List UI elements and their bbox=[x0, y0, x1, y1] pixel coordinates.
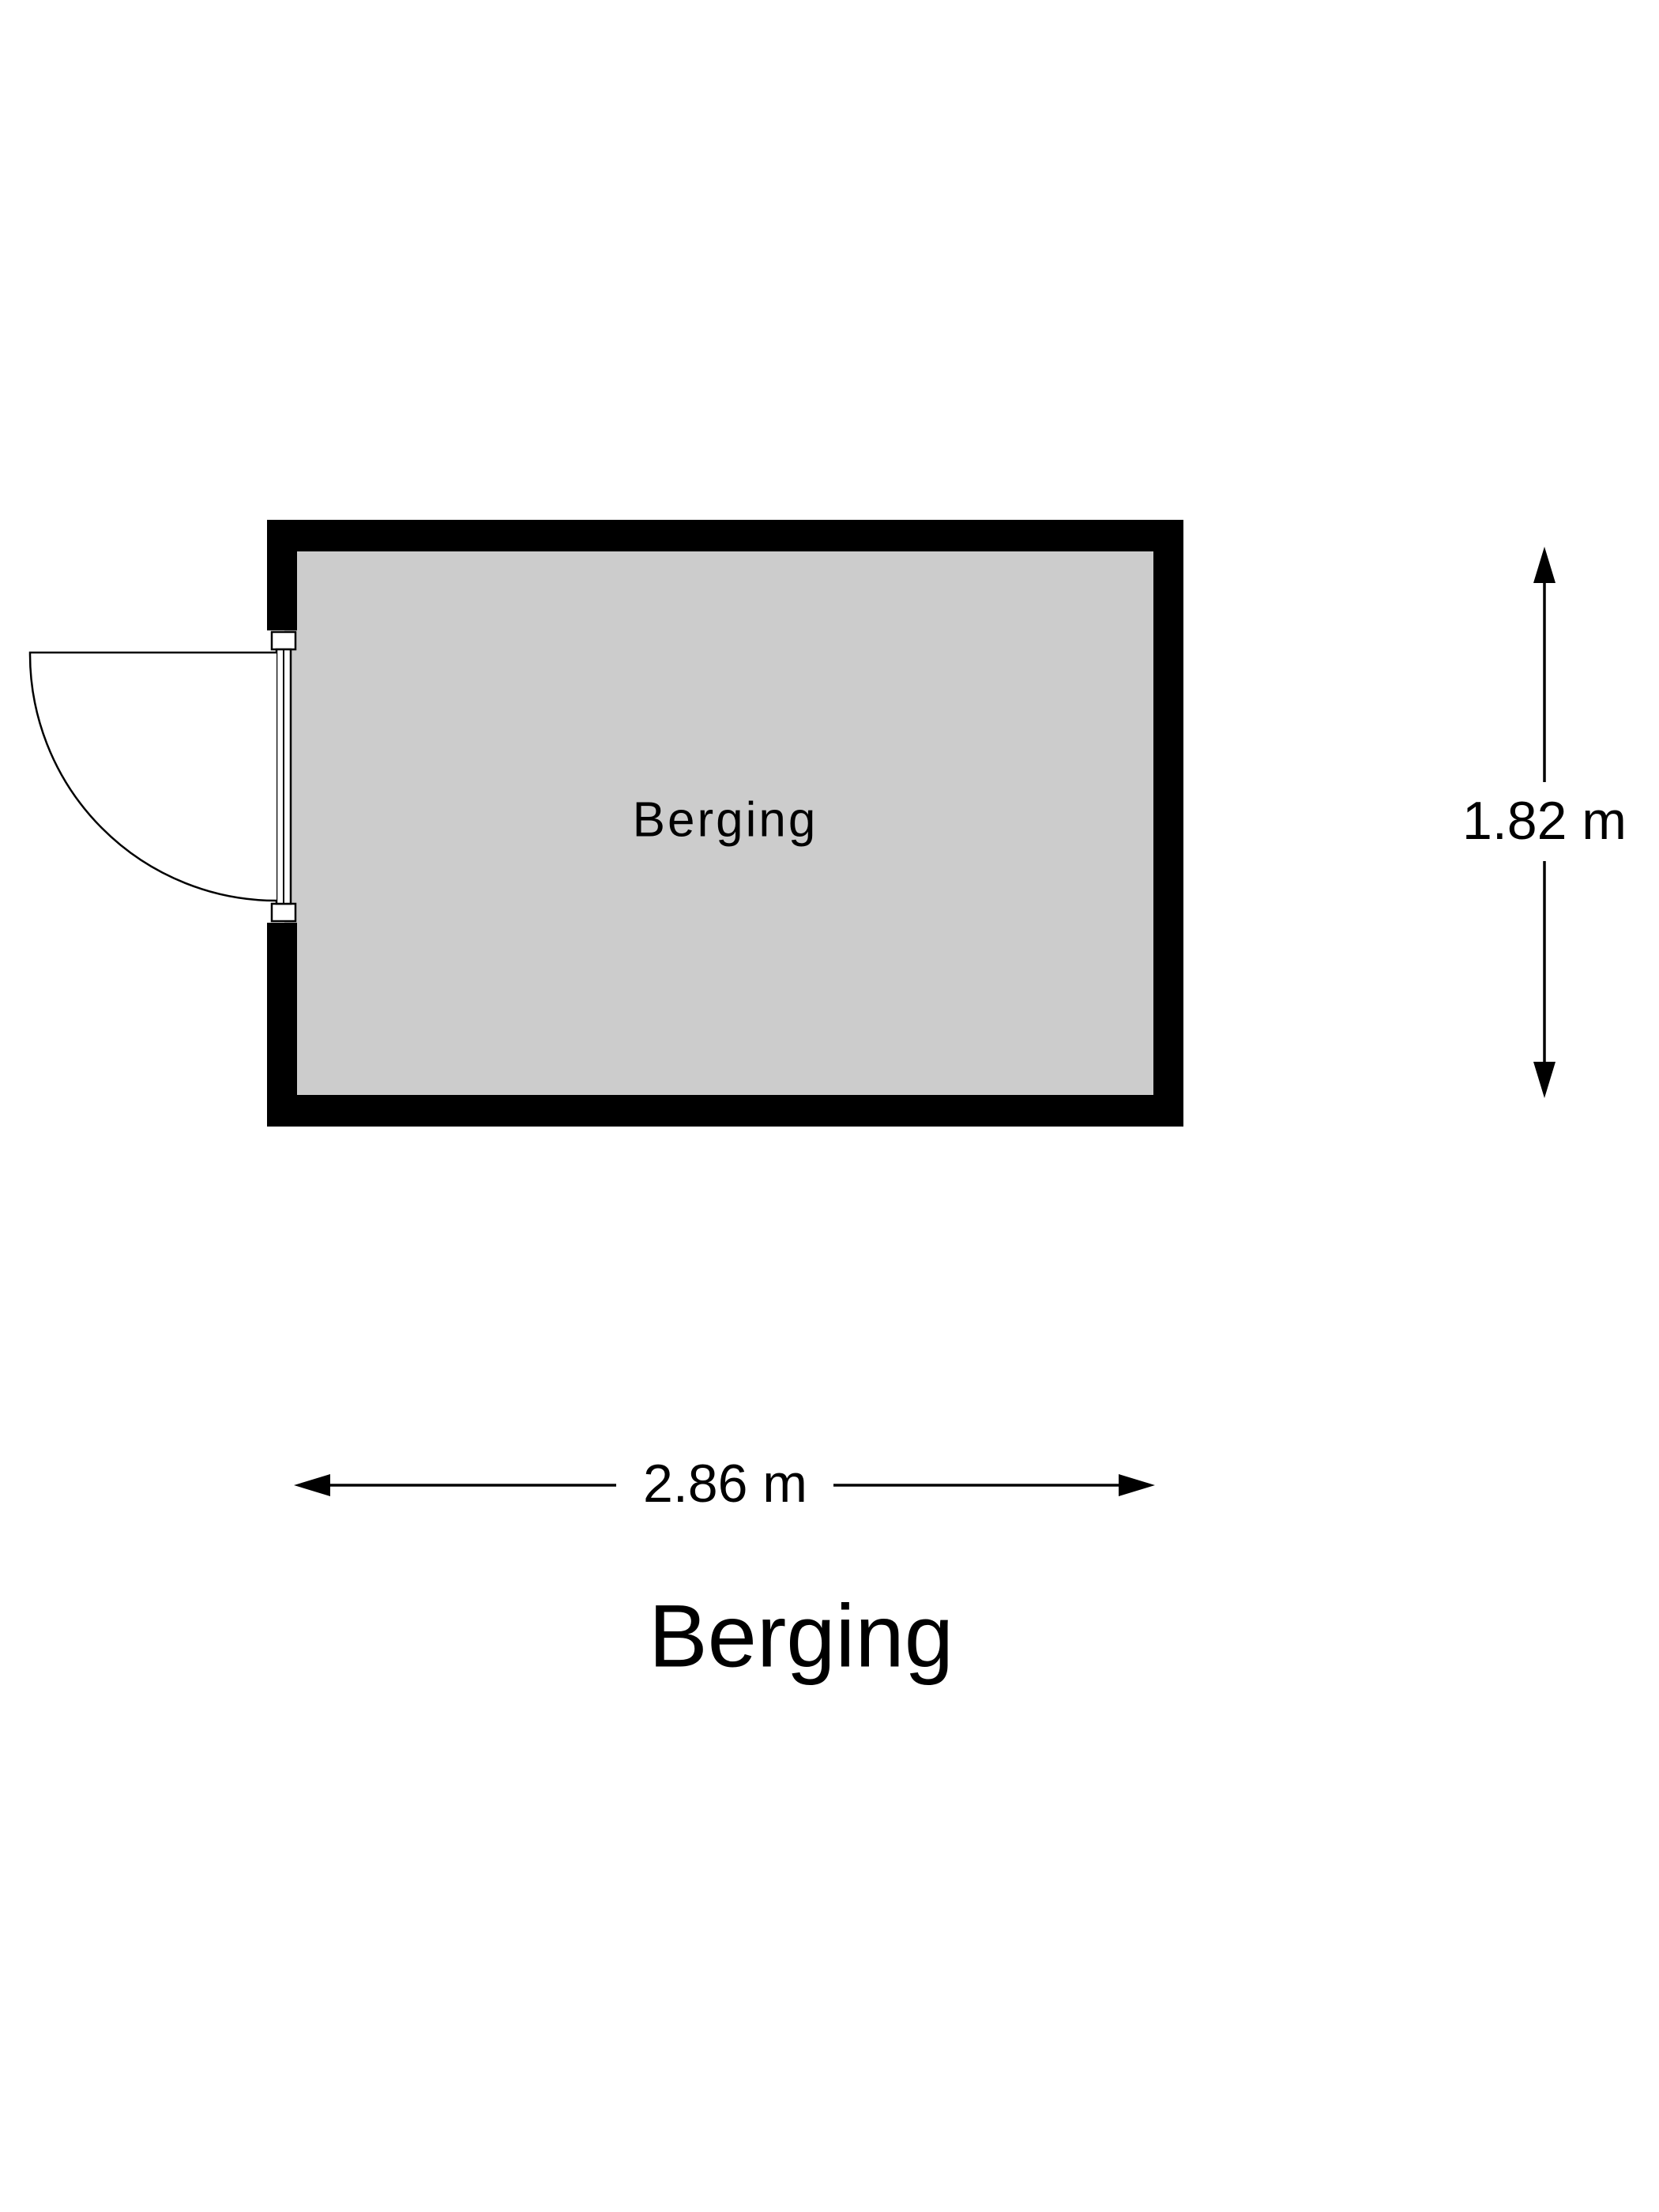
wall-right bbox=[1153, 520, 1183, 1127]
wall-left-lower bbox=[267, 923, 297, 1127]
door-swing-arc bbox=[28, 651, 277, 902]
plan-title: Berging bbox=[649, 1587, 954, 1686]
wall-left-upper bbox=[267, 520, 297, 630]
room-floor bbox=[284, 545, 1169, 1106]
wall-bottom bbox=[267, 1095, 1183, 1127]
width-dimension-arrow bbox=[294, 1474, 1155, 1496]
arrowhead-up-icon bbox=[1533, 547, 1556, 583]
width-dimension-label: 2.86 m bbox=[643, 1454, 807, 1514]
height-dimension-arrow bbox=[1533, 547, 1556, 1098]
arrowhead-left-icon bbox=[294, 1474, 330, 1496]
wall-top bbox=[267, 520, 1183, 551]
room-label: Berging bbox=[633, 792, 818, 847]
arrowhead-down-icon bbox=[1533, 1062, 1556, 1098]
arrowhead-right-icon bbox=[1119, 1474, 1155, 1496]
height-dimension-label: 1.82 m bbox=[1462, 791, 1627, 851]
